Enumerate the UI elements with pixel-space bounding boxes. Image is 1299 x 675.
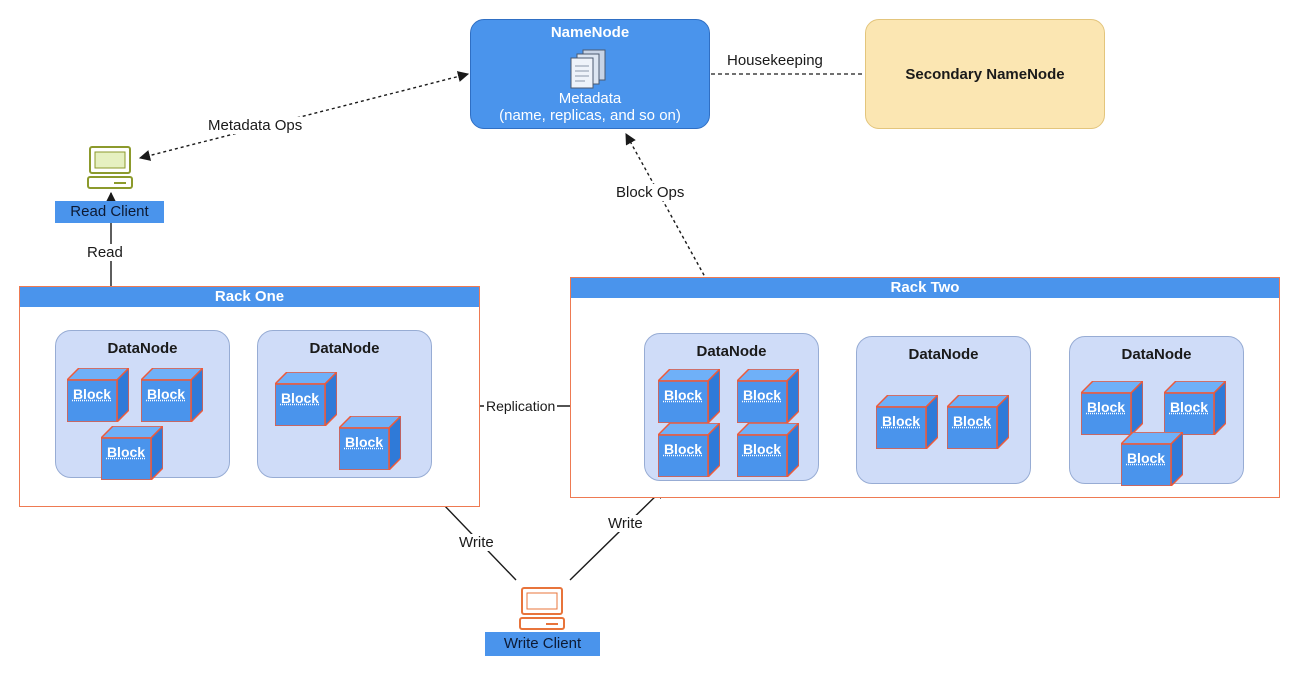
block: Block xyxy=(658,423,720,477)
block-cube-icon xyxy=(339,416,401,470)
computer-icon xyxy=(519,587,565,630)
block-label: Block xyxy=(106,444,146,460)
block: Block xyxy=(737,369,799,423)
block-label: Block xyxy=(663,387,703,403)
block-cube-icon xyxy=(737,369,799,423)
replication-label: Replication xyxy=(484,398,558,414)
block-label: Block xyxy=(1126,450,1166,466)
block-ops-label: Block Ops xyxy=(614,184,687,201)
block-label: Block xyxy=(280,390,320,406)
read-client-label: Read Client xyxy=(55,201,164,223)
block-label: Block xyxy=(952,413,992,429)
write-client-label: Write Client xyxy=(485,632,600,656)
block: Block xyxy=(737,423,799,477)
block: Block xyxy=(67,368,129,422)
block-cube-icon xyxy=(737,423,799,477)
block-cube-icon xyxy=(67,368,129,422)
block-cube-icon xyxy=(1081,381,1143,435)
block: Block xyxy=(658,369,720,423)
metadata-ops-label: Metadata Ops xyxy=(206,117,305,134)
block-label: Block xyxy=(344,434,384,450)
rack-title: Rack Two xyxy=(571,278,1279,298)
block-label: Block xyxy=(881,413,921,429)
block-label: Block xyxy=(1086,399,1126,415)
metadata-ops-connector xyxy=(138,71,470,161)
document-stack-icon xyxy=(570,49,606,89)
block-cube-icon xyxy=(101,426,163,480)
housekeeping-label: Housekeeping xyxy=(725,52,825,69)
block-label: Block xyxy=(72,386,112,402)
namenode: NameNode Metadata (name, replicas, and s… xyxy=(470,19,710,129)
namenode-title: NameNode xyxy=(550,24,630,41)
block: Block xyxy=(141,368,203,422)
block-label: Block xyxy=(742,387,782,403)
metadata-detail: (name, replicas, and so on) xyxy=(499,107,681,124)
read-label: Read xyxy=(85,244,125,261)
datanode-title: DataNode xyxy=(107,340,178,357)
block: Block xyxy=(101,426,163,480)
block-label: Block xyxy=(742,441,782,457)
block-cube-icon xyxy=(658,369,720,423)
block-cube-icon xyxy=(275,372,337,426)
block: Block xyxy=(876,395,938,449)
datanode-title: DataNode xyxy=(908,346,979,363)
block-cube-icon xyxy=(1121,432,1183,486)
block: Block xyxy=(1121,432,1183,486)
block-cube-icon xyxy=(658,423,720,477)
block: Block xyxy=(947,395,1009,449)
datanode-title: DataNode xyxy=(309,340,380,357)
block: Block xyxy=(275,372,337,426)
block-cube-icon xyxy=(876,395,938,449)
secondary-namenode: Secondary NameNode xyxy=(865,19,1105,129)
block: Block xyxy=(1164,381,1226,435)
block: Block xyxy=(339,416,401,470)
block-cube-icon xyxy=(141,368,203,422)
block-label: Block xyxy=(663,441,703,457)
computer-icon xyxy=(87,146,133,189)
namenode-metadata: Metadata (name, replicas, and so on) xyxy=(471,90,709,124)
write-right-connector xyxy=(569,487,665,581)
secondary-namenode-title: Secondary NameNode xyxy=(905,65,1065,83)
block: Block xyxy=(1081,381,1143,435)
block-cube-icon xyxy=(1164,381,1226,435)
block-cube-icon xyxy=(947,395,1009,449)
rack-title: Rack One xyxy=(20,287,479,307)
datanode-title: DataNode xyxy=(1121,346,1192,363)
block-label: Block xyxy=(1169,399,1209,415)
write-left-label: Write xyxy=(457,534,496,551)
datanode-title: DataNode xyxy=(696,343,767,360)
metadata-label: Metadata xyxy=(558,90,622,107)
block-label: Block xyxy=(146,386,186,402)
write-right-label: Write xyxy=(606,515,645,532)
